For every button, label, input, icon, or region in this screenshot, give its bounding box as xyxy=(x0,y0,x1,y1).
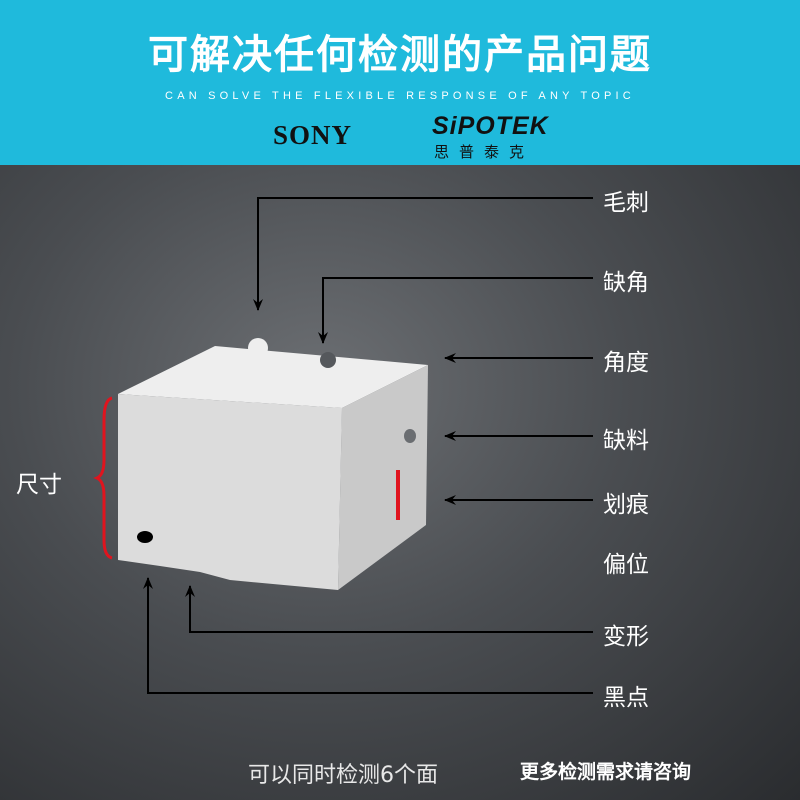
label-scratch: 划痕 xyxy=(603,492,649,518)
sipotek-logo: SiPOTEK xyxy=(432,112,549,140)
sipotek-logo-cn: 思普泰克 xyxy=(434,143,535,161)
black-spot-arrow xyxy=(143,577,593,694)
page-title: 可解决任何检测的产品问题 xyxy=(148,32,652,78)
chipped-corner-arrow xyxy=(318,277,593,344)
size-brace xyxy=(93,396,113,560)
label-angle: 角度 xyxy=(603,350,649,376)
header-banner: 可解决任何检测的产品问题 CAN SOLVE THE FLEXIBLE RESP… xyxy=(0,0,800,165)
burr-arrow xyxy=(253,197,593,311)
label-size: 尺寸 xyxy=(16,472,62,498)
label-missing-material: 缺料 xyxy=(603,428,649,454)
black-spot xyxy=(137,531,153,543)
footer-contact: 更多检测需求请咨询 xyxy=(520,761,692,783)
label-chipped-corner: 缺角 xyxy=(603,270,649,296)
label-burr: 毛刺 xyxy=(603,190,649,216)
footer-six-sides: 可以同时检测6个面 xyxy=(248,763,438,788)
deformation-arrow xyxy=(185,585,593,633)
cube xyxy=(93,338,428,590)
scratch-mark xyxy=(396,470,400,520)
label-deformation: 变形 xyxy=(603,624,649,650)
chipped-corner-notch xyxy=(320,352,336,368)
burr-bump xyxy=(248,338,268,358)
label-offset: 偏位 xyxy=(603,552,649,578)
missing-material-hole xyxy=(404,429,416,443)
subtitle: CAN SOLVE THE FLEXIBLE RESPONSE OF ANY T… xyxy=(165,90,635,102)
label-black-spot: 黑点 xyxy=(603,685,649,711)
sony-logo: SONY xyxy=(273,120,353,150)
